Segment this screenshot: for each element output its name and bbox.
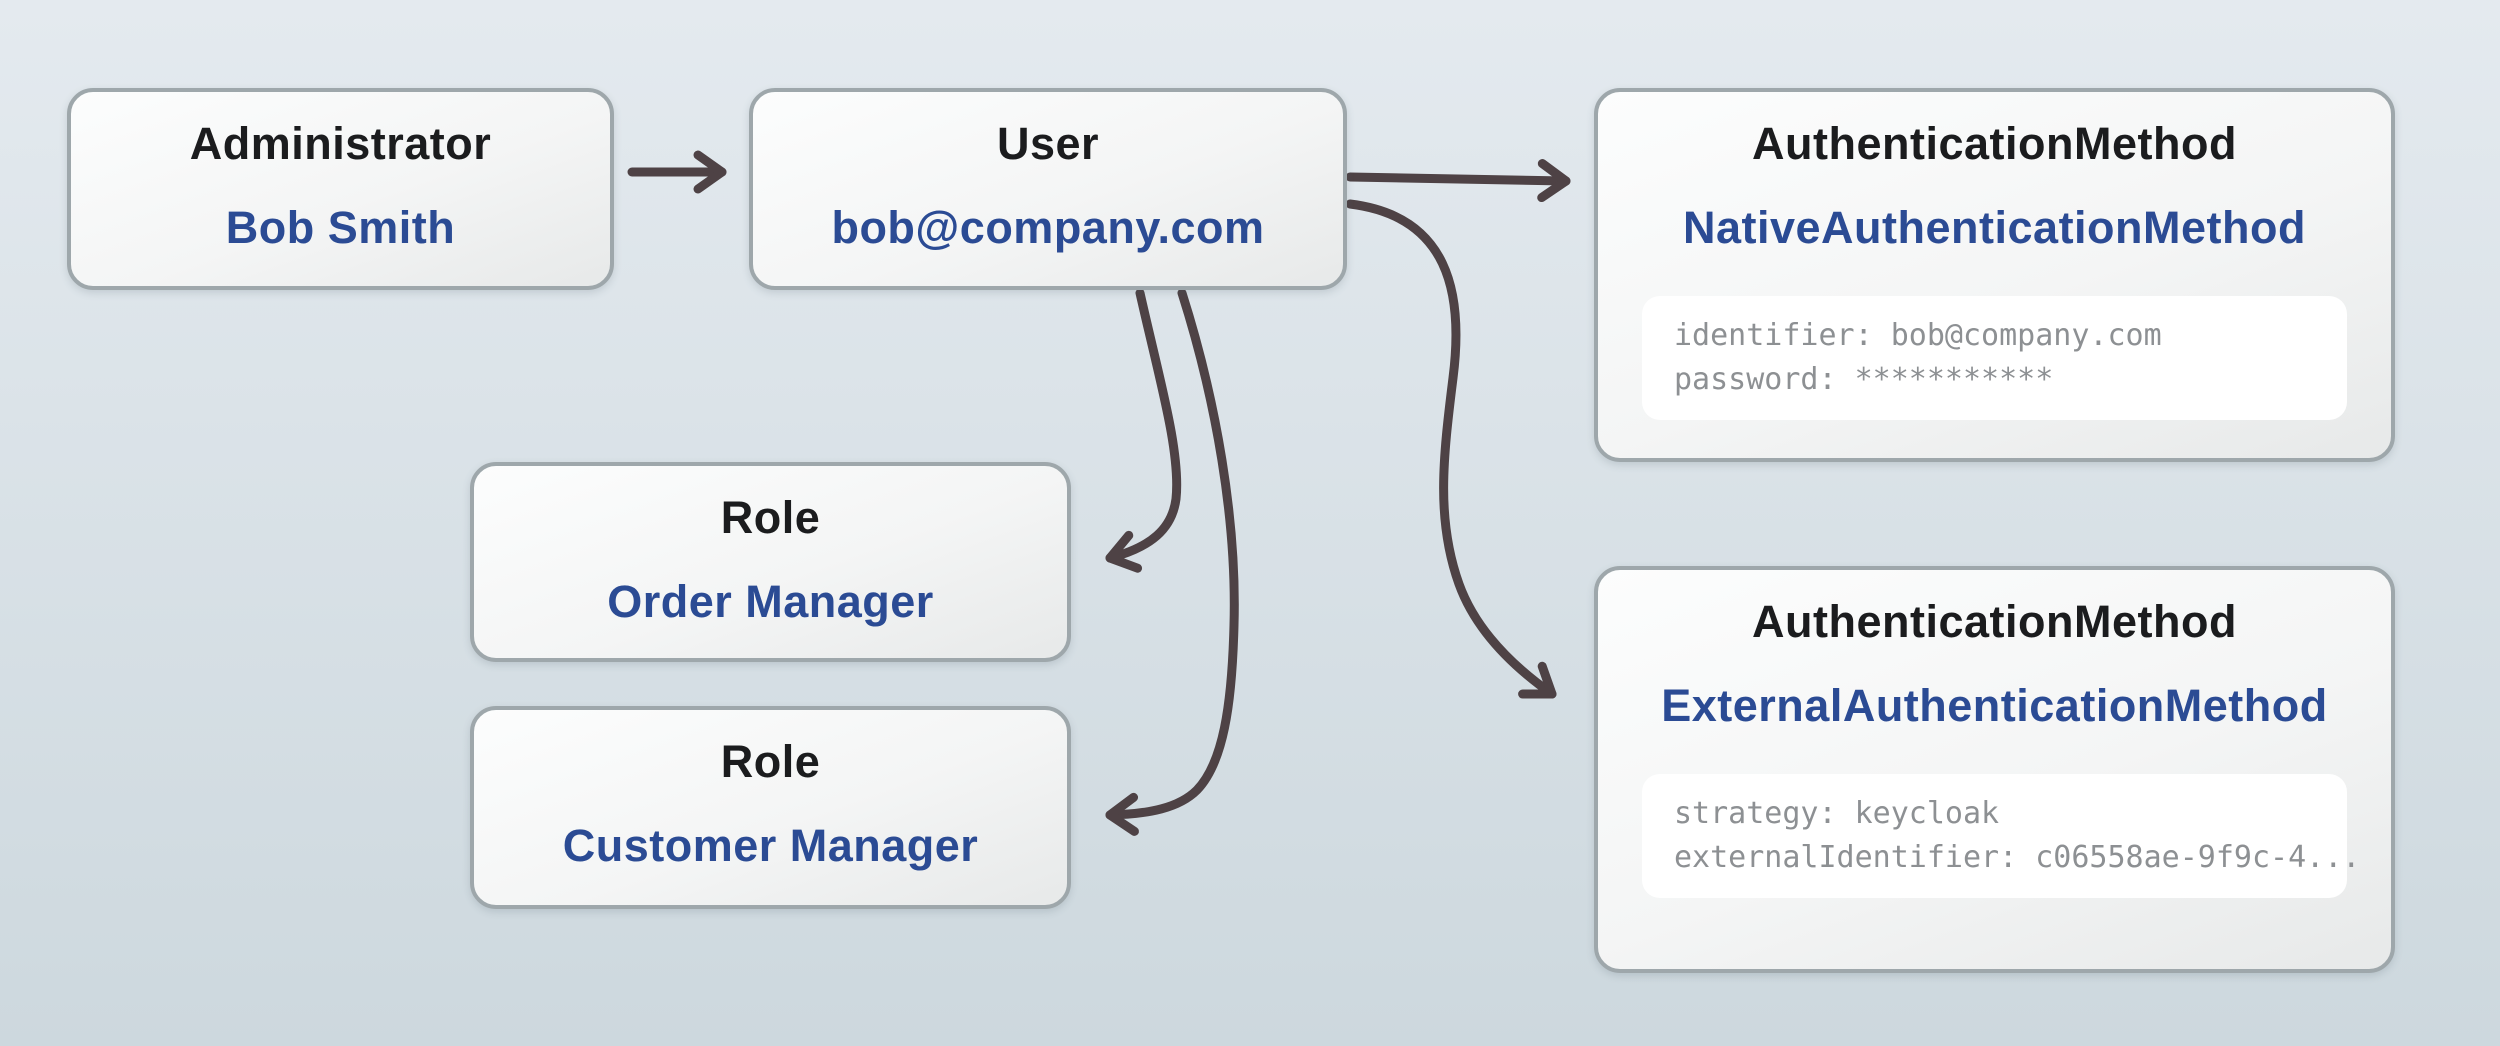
node-role-order-manager: Role Order Manager (470, 462, 1071, 662)
attribute-identifier: identifier: bob@company.com (1674, 318, 2162, 353)
node-value: Customer Manager (562, 820, 979, 871)
node-type-label: User (996, 118, 1100, 169)
node-administrator: Administrator Bob Smith (67, 88, 614, 290)
node-type-label: Administrator (189, 118, 492, 169)
node-external-authentication-method: AuthenticationMethod ExternalAuthenticat… (1594, 566, 2395, 973)
node-value: bob@company.com (831, 202, 1265, 253)
node-user: User bob@company.com (749, 88, 1347, 290)
arrow-user-to-external-authentication (1345, 199, 1557, 699)
arrow-user-to-role-customer-manager (1105, 288, 1239, 836)
node-native-authentication-method: AuthenticationMethod NativeAuthenticatio… (1594, 88, 2395, 462)
arrow-user-to-native-authentication (1345, 159, 1571, 203)
node-type-label: Role (720, 736, 821, 787)
node-role-customer-manager: Role Customer Manager (470, 706, 1071, 909)
node-value: Bob Smith (225, 202, 456, 253)
arrow-user-to-role-order-manager (1105, 288, 1182, 573)
attribute-strategy: strategy: keycloak (1674, 796, 2000, 831)
node-value: NativeAuthenticationMethod (1682, 202, 2306, 253)
attribute-external-identifier: externalIdentifier: c06558ae-9f9c-4... (1674, 840, 2361, 875)
attribute-password: password: *********** (1674, 362, 2054, 397)
node-type-label: Role (720, 492, 821, 543)
attributes-panel: identifier: bob@company.com password: **… (1642, 296, 2347, 420)
node-value: Order Manager (607, 576, 934, 627)
attributes-panel: strategy: keycloak externalIdentifier: c… (1642, 774, 2361, 898)
node-type-label: AuthenticationMethod (1752, 118, 2237, 169)
node-type-label: AuthenticationMethod (1752, 596, 2237, 647)
node-value: ExternalAuthenticationMethod (1661, 680, 2328, 731)
